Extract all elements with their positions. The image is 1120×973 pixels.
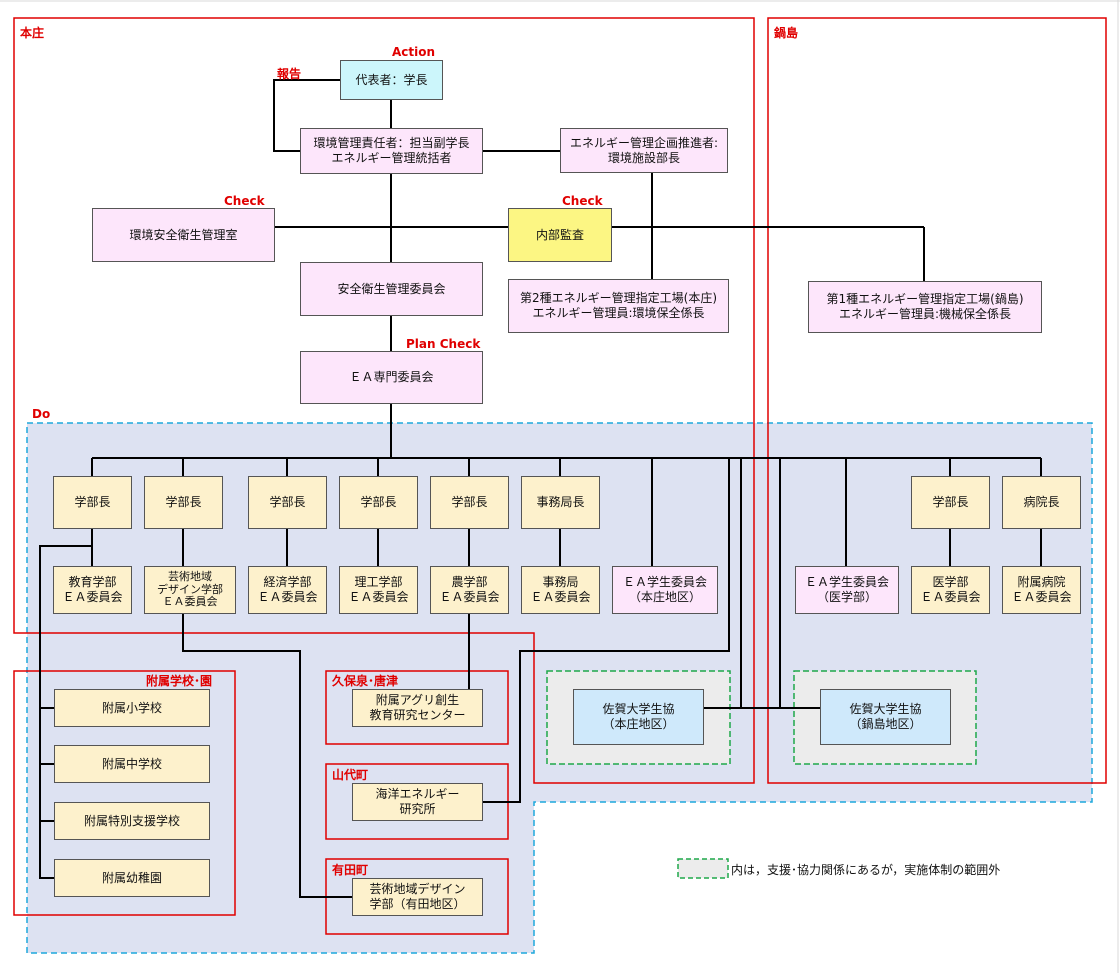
factory-honjo-box: 第2種エネルギー管理指定工場(本庄) エネルギー管理員:環境保全係長 — [508, 279, 729, 333]
region-label-yamashiro: 山代町 — [332, 768, 369, 782]
coop-nabeshima-box: 佐賀大学生協 （鍋島地区） — [820, 689, 951, 745]
ea-medicine-box: 医学部 ＥＡ委員会 — [911, 566, 990, 614]
ea-art-box: 芸術地域 デザイン学部 ＥＡ委員会 — [144, 566, 236, 614]
ea-economics-box: 経済学部 ＥＡ委員会 — [248, 566, 327, 614]
region-label-honjo: 本庄 — [20, 26, 45, 40]
ea-education-box: 教育学部 ＥＡ委員会 — [53, 566, 132, 614]
nabeshima-region — [767, 17, 1107, 784]
phase-check-left: Check — [224, 194, 265, 208]
kubo-region — [325, 670, 509, 745]
representative-box: 代表者：学長 — [340, 60, 443, 100]
honjo-region — [13, 17, 755, 784]
legend-note: 内は，支援･協力関係にあるが，実施体制の範囲外 — [731, 863, 1001, 877]
phase-check-right: Check — [562, 194, 603, 208]
dean-art-box: 学部長 — [144, 476, 223, 529]
phase-report: 報告 — [277, 67, 302, 81]
region-label-arita: 有田町 — [332, 863, 369, 877]
ea-committee-box: ＥＡ専門委員会 — [300, 351, 483, 404]
dean-agriculture-box: 学部長 — [430, 476, 509, 529]
ea-student-honjo-box: ＥＡ学生委員会 （本庄地区） — [612, 566, 718, 614]
energy-planner-box: エネルギー管理企画推進者: 環境施設部長 — [560, 128, 728, 173]
dean-economics-box: 学部長 — [248, 476, 327, 529]
dean-medicine-box: 学部長 — [911, 476, 990, 529]
phase-plan-check: Plan Check — [406, 337, 481, 351]
ea-hospital-box: 附属病院 ＥＡ委員会 — [1002, 566, 1081, 614]
dean-science-box: 学部長 — [339, 476, 418, 529]
ea-agriculture-box: 農学部 ＥＡ委員会 — [430, 566, 509, 614]
coop-honjo-box: 佐賀大学生協 （本庄地区） — [573, 689, 704, 745]
ea-student-medicine-box: ＥＡ学生委員会 （医学部） — [795, 566, 899, 614]
ea-admin-box: 事務局 ＥＡ委員会 — [521, 566, 600, 614]
legend-swatch — [677, 858, 729, 879]
internal-audit-box: 内部監査 — [508, 208, 612, 262]
art-arita-box: 芸術地域デザイン 学部（有田地区） — [352, 878, 483, 916]
elementary-school-box: 附属小学校 — [54, 689, 210, 727]
agri-center-box: 附属アグリ創生 教育研究センター — [352, 689, 483, 727]
factory-nabeshima-box: 第1種エネルギー管理指定工場(鍋島) エネルギー管理員:機械保全係長 — [808, 281, 1042, 333]
region-label-nabeshima: 鍋島 — [774, 26, 799, 40]
special-support-box: 附属特別支援学校 — [54, 802, 210, 840]
ea-science-box: 理工学部 ＥＡ委員会 — [339, 566, 418, 614]
safety-committee-box: 安全衛生管理委員会 — [300, 262, 483, 316]
safety-office-box: 環境安全衛生管理室 — [92, 208, 275, 262]
hospital-head-box: 病院長 — [1002, 476, 1081, 529]
region-label-do: Do — [32, 407, 51, 421]
env-manager-box: 環境管理責任者：担当副学長 エネルギー管理統括者 — [300, 128, 483, 174]
phase-action: Action — [392, 45, 436, 59]
ocean-energy-box: 海洋エネルギー 研究所 — [352, 783, 483, 821]
connector-lines — [39, 79, 1042, 898]
region-label-kubo: 久保泉･唐津 — [332, 674, 399, 688]
junior-high-box: 附属中学校 — [54, 745, 210, 783]
admin-head-box: 事務局長 — [521, 476, 600, 529]
fuzoku-region — [13, 670, 236, 916]
region-label-fuzoku: 附属学校･園 — [146, 674, 213, 688]
dean-education-box: 学部長 — [53, 476, 132, 529]
kindergarten-box: 附属幼稚園 — [54, 859, 210, 897]
